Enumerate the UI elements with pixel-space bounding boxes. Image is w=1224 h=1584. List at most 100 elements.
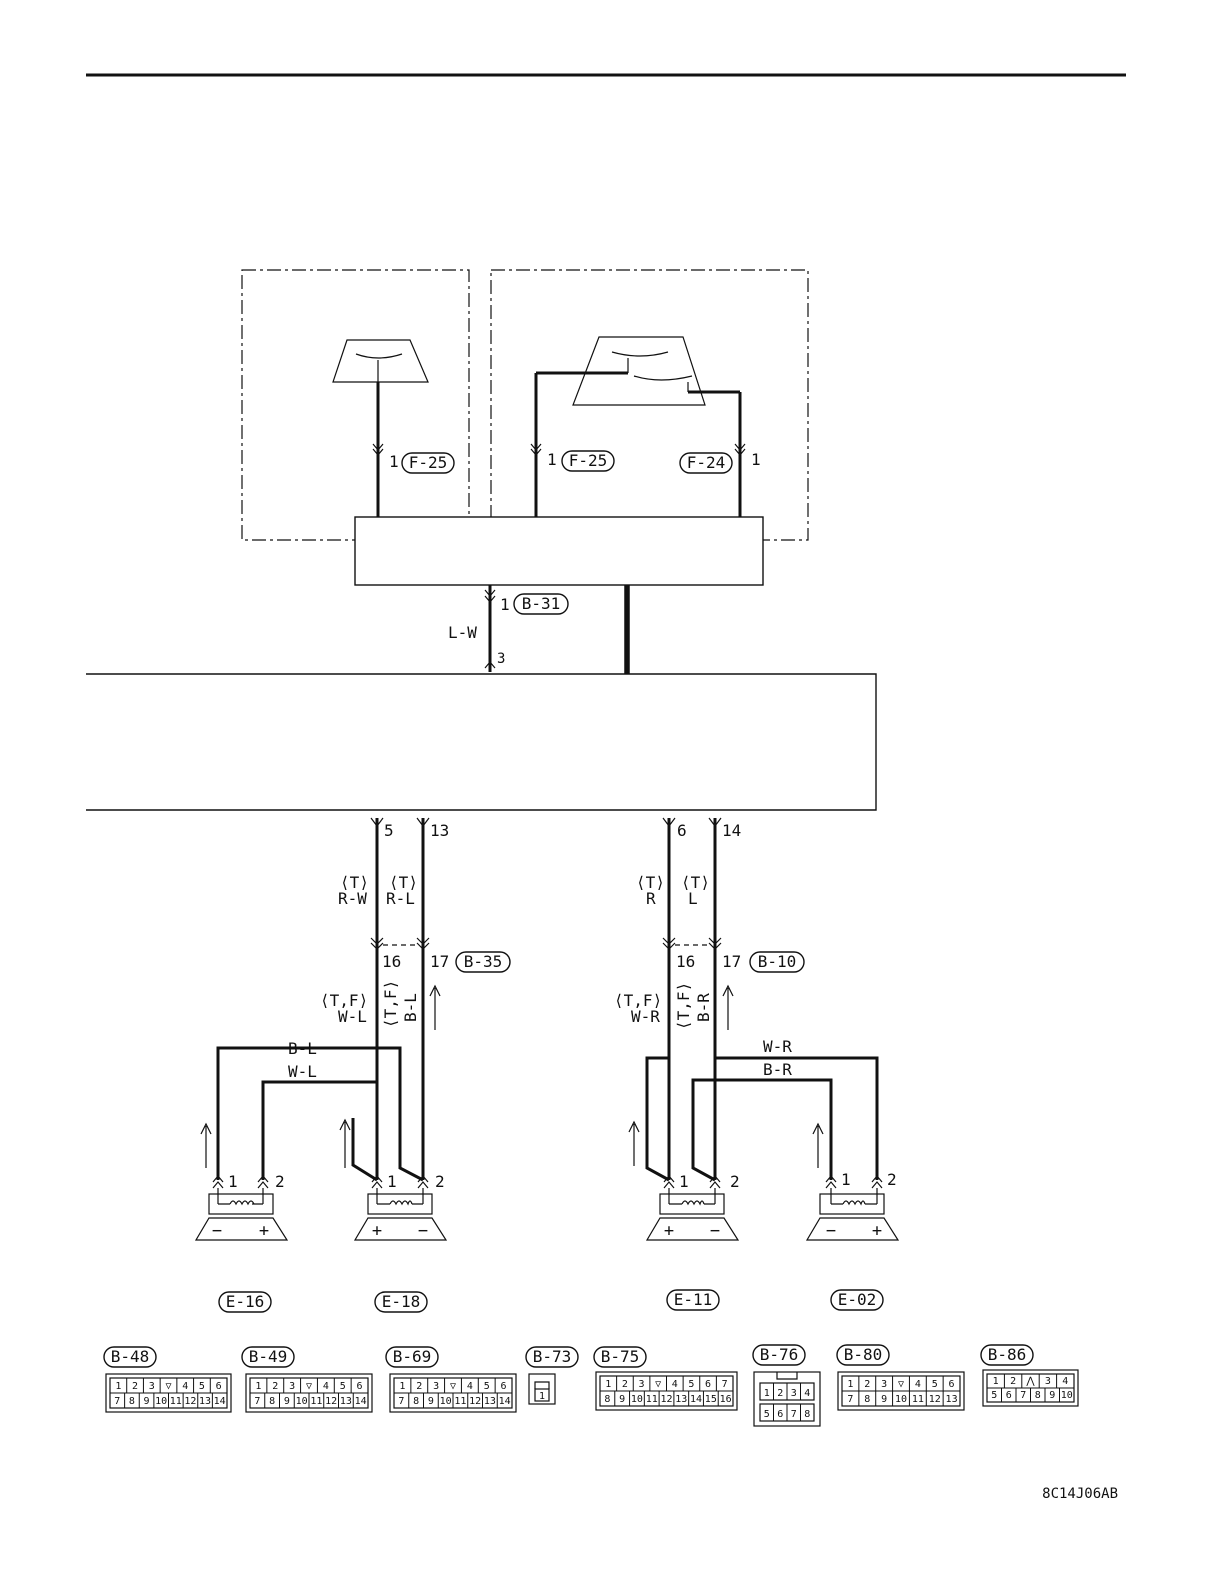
tag-t-rw: ⟨T⟩ xyxy=(340,873,369,892)
pin-label-b-80: 13 xyxy=(946,1394,958,1405)
pin-label-b-80: 8 xyxy=(864,1394,870,1405)
pin-label-b-80: 7 xyxy=(847,1394,853,1405)
pin-label-b-76: 1 xyxy=(764,1388,770,1399)
pin-label-b-86: 5 xyxy=(991,1390,997,1401)
e18-pin2: 2 xyxy=(435,1172,445,1191)
connector-f25-right-badge xyxy=(561,450,615,472)
e18-polarity-left: + xyxy=(372,1221,382,1241)
e02-pin2: 2 xyxy=(887,1170,897,1189)
pin-label-b-86: 8 xyxy=(1035,1390,1041,1401)
pin-3: 3 xyxy=(497,651,505,667)
e02-polarity-right: + xyxy=(872,1221,882,1241)
pin-label-b-75: 8 xyxy=(604,1394,610,1405)
pin-label-b-76: 6 xyxy=(777,1409,783,1420)
radio-unit-box xyxy=(86,673,877,811)
right-speaker-group xyxy=(628,817,879,1182)
tag-tf-wl: ⟨T,F⟩ xyxy=(320,991,368,1010)
pin-label-b-48: 6 xyxy=(216,1381,222,1392)
pin-label-b-86: 4 xyxy=(1062,1376,1068,1387)
e18-polarity-right: − xyxy=(418,1221,428,1241)
chevron-pin3 xyxy=(484,661,496,669)
pin-label-b-80: 9 xyxy=(881,1394,887,1405)
pin-label-b-49: 1 xyxy=(255,1381,261,1392)
pin-label-b-86: 2 xyxy=(1010,1376,1016,1387)
wire-b-l-horiz: B-L xyxy=(288,1039,317,1058)
label-b69: B-69 xyxy=(393,1347,432,1366)
pin-label-b-49: 6 xyxy=(357,1381,363,1392)
pin-label-b-76: 7 xyxy=(791,1409,797,1420)
connector-face-b69: B-69 xyxy=(385,1346,517,1413)
e11-pin2: 2 xyxy=(730,1172,740,1191)
b73-pin-1: 1 xyxy=(539,1391,545,1402)
speaker-e02-icon xyxy=(805,1175,900,1241)
connector-b10-badge xyxy=(749,951,805,973)
pin-label-b-69: 4 xyxy=(467,1381,473,1392)
wire-w-l-horiz: W-L xyxy=(288,1062,317,1081)
diagram-code: 8C14J06AB xyxy=(1042,1486,1118,1502)
label-b73: B-73 xyxy=(533,1347,572,1366)
pin-label-b-69: 13 xyxy=(484,1396,496,1407)
pin-label-b-49: 3 xyxy=(289,1381,295,1392)
pin-16-left: 16 xyxy=(382,952,401,971)
label-b75: B-75 xyxy=(601,1347,640,1366)
pin-label-b-49: 13 xyxy=(340,1396,352,1407)
pin-label-b-75: 5 xyxy=(688,1379,694,1390)
pin-label-b-48: ▽ xyxy=(165,1381,171,1392)
connector-face-b48: B-48 xyxy=(103,1346,232,1413)
pin-label-b-48: 14 xyxy=(214,1396,226,1407)
pin-label-b-75: 16 xyxy=(720,1394,732,1405)
speaker-e11-icon xyxy=(645,1175,740,1241)
pin-label-b-86: 3 xyxy=(1045,1376,1051,1387)
e16-polarity-right: + xyxy=(259,1221,269,1241)
pin-label-b-75: 7 xyxy=(722,1379,728,1390)
e11-pin1: 1 xyxy=(679,1172,689,1191)
wire-r-l: R-L xyxy=(386,889,415,908)
pin-label-b-48: 10 xyxy=(155,1396,167,1407)
pin-17-right: 17 xyxy=(722,952,741,971)
connector-f25-right: F-25 xyxy=(569,451,608,470)
pin-label-b-49: 7 xyxy=(254,1396,260,1407)
pin-label-b-49: 8 xyxy=(269,1396,275,1407)
wire-l: L xyxy=(688,889,698,908)
wire-b-l-vert: B-L xyxy=(401,993,420,1022)
pin-label-b-48: 8 xyxy=(129,1396,135,1407)
connector-e11: E-11 xyxy=(674,1290,713,1309)
pin-label-b-76: 3 xyxy=(791,1388,797,1399)
pin-label-b-80: 6 xyxy=(949,1379,955,1390)
pin-17-left: 17 xyxy=(430,952,449,971)
chevron-b31 xyxy=(484,589,496,603)
pin-label-b-49: 12 xyxy=(325,1396,337,1407)
wire-color-l-w: L-W xyxy=(448,623,477,642)
pin-label-b-69: 11 xyxy=(454,1396,466,1407)
e16-pin1: 1 xyxy=(228,1172,238,1191)
pin-13: 13 xyxy=(430,821,449,840)
pin-label-b-69: 2 xyxy=(416,1381,422,1392)
pin-label-b-48: 3 xyxy=(149,1381,155,1392)
connector-face-b86: B-86 xyxy=(980,1344,1079,1407)
pin-label-b-49: 11 xyxy=(310,1396,322,1407)
pin-label-b-75: 13 xyxy=(675,1394,687,1405)
top-left-speaker-icon xyxy=(332,339,429,383)
wire-r-w: R-W xyxy=(338,889,367,908)
connector-b35: B-35 xyxy=(464,952,503,971)
pin-label-b-69: 9 xyxy=(428,1396,434,1407)
pin-label-b-49: 9 xyxy=(284,1396,290,1407)
top-right-speaker-icon xyxy=(536,336,740,406)
pin-label-b-48: 1 xyxy=(115,1381,121,1392)
pin-label-b-69: 10 xyxy=(440,1396,452,1407)
pin-label-b-75: 6 xyxy=(705,1379,711,1390)
tag-tf-wr: ⟨T,F⟩ xyxy=(614,991,662,1010)
pin-label-b-86: 1 xyxy=(993,1376,999,1387)
wire-w-r-horiz: W-R xyxy=(763,1037,792,1056)
pin-label-b-49: 10 xyxy=(296,1396,308,1407)
pin-label-b-75: 1 xyxy=(605,1379,611,1390)
connector-e02-badge xyxy=(830,1289,884,1311)
pin-label-b-75: ▽ xyxy=(655,1379,661,1390)
e16-pin2: 2 xyxy=(275,1172,285,1191)
connector-e18-badge xyxy=(374,1291,428,1313)
tag-tf-bl: ⟨T,F⟩ xyxy=(381,980,400,1028)
pin-label-b-48: 12 xyxy=(184,1396,196,1407)
pin-f25-right: 1 xyxy=(547,450,557,469)
connector-f24: F-24 xyxy=(687,453,726,472)
